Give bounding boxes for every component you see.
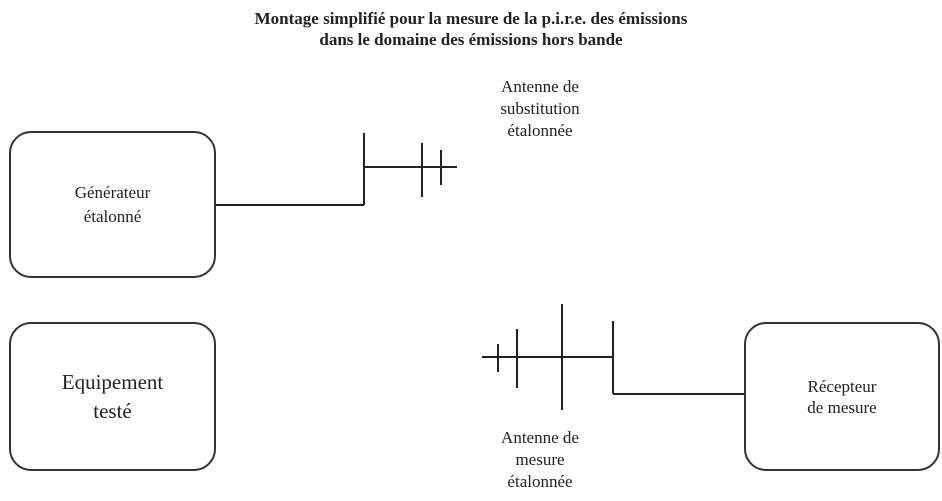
equipment-label-line-2: testé: [93, 398, 132, 423]
receiver-label-line-2: de mesure: [807, 397, 877, 417]
generator-label-line-1: Générateur: [74, 182, 151, 202]
generator-label-line-2: étalonné: [83, 206, 142, 226]
measurement-antenna-label: Antenne de mesure étalonnée: [440, 427, 640, 493]
substitution-antenna-label-line-2: substitution: [500, 99, 580, 118]
equipment-under-test-box: Equipement testé: [9, 322, 216, 471]
substitution-antenna-label-line-1: Antenne de: [501, 77, 579, 96]
receiver-box: Récepteur de mesure: [744, 322, 940, 471]
measurement-antenna-icon: [482, 304, 614, 410]
measurement-antenna-label-line-3: étalonnée: [507, 472, 573, 491]
generator-to-substitution-antenna-connector: [216, 167, 365, 206]
measurement-antenna-label-line-2: mesure: [515, 450, 565, 469]
substitution-antenna-label: Antenne de substitution étalonnée: [440, 76, 640, 142]
substitution-antenna-label-line-3: étalonnée: [507, 121, 573, 140]
receiver-label-line-1: Récepteur: [807, 376, 877, 396]
diagram-title-line-1: Montage simplifié pour la mesure de la p…: [254, 9, 688, 28]
diagram-title-line-2: dans le domaine des émissions hors bande: [319, 30, 623, 49]
substitution-antenna-icon: [363, 133, 457, 200]
equipment-label-line-1: Equipement: [61, 369, 164, 394]
measurement-antenna-to-receiver-connector: [612, 357, 744, 395]
generator-box: Générateur étalonné: [9, 131, 216, 278]
measurement-antenna-label-line-1: Antenne de: [501, 428, 579, 447]
